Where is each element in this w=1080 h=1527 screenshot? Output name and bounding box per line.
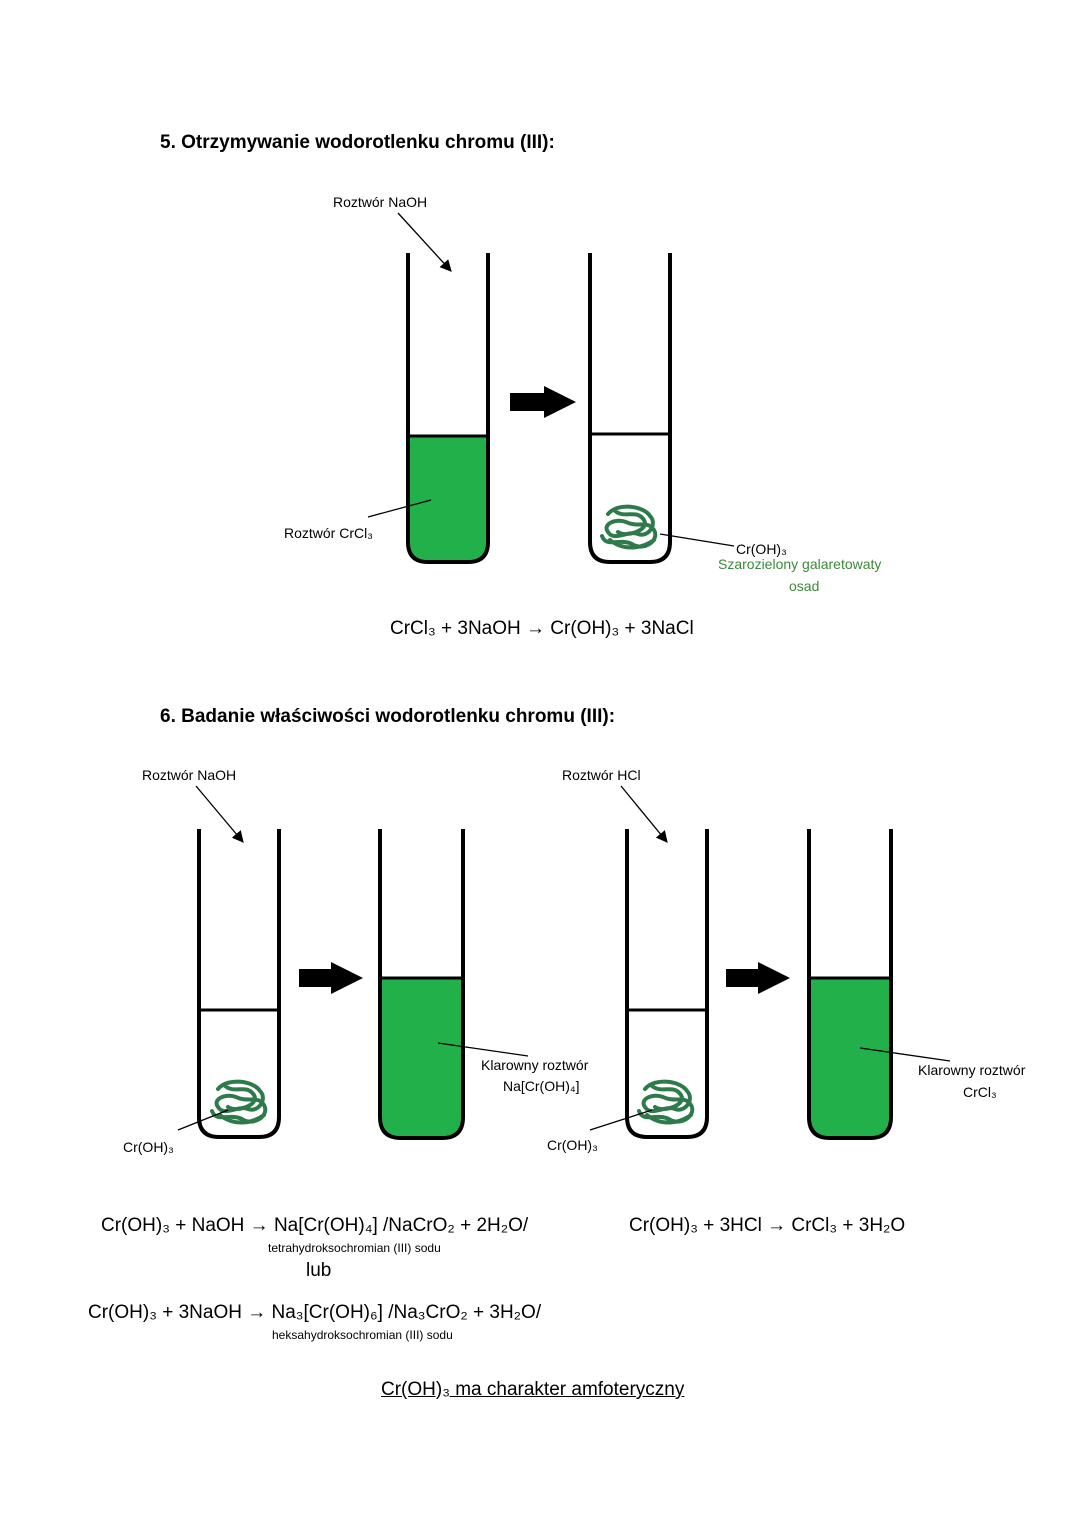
label-clear-solution-na: Klarowny roztwór bbox=[481, 1057, 589, 1073]
pointer-crcl3 bbox=[367, 499, 432, 518]
reaction-arrow-3 bbox=[726, 962, 790, 994]
equation-crcl3-naoh: CrCl₃ + 3NaOH → Cr(OH)₃ + 3NaCl bbox=[390, 618, 694, 639]
section5-heading: 5. Otrzymywanie wodorotlenku chromu (III… bbox=[160, 132, 555, 153]
tube-d-liquid bbox=[811, 978, 889, 1136]
test-tube-a bbox=[197, 829, 281, 1139]
pointer-naoh-2 bbox=[195, 785, 244, 843]
label-naoh-solution: Roztwór NaOH bbox=[333, 194, 428, 210]
label-precipitate-description: Szarozielony galaretowaty bbox=[718, 556, 882, 572]
pointer-croh3-right bbox=[589, 1109, 653, 1131]
label-clear-solution-crcl3-formula: CrCl₃ bbox=[963, 1084, 997, 1100]
label-precipitate-description-2: osad bbox=[789, 578, 820, 594]
equation-croh3-hcl: Cr(OH)₃ + 3HCl → CrCl₃ + 3H₂O bbox=[629, 1215, 906, 1236]
reaction-arrow-1 bbox=[510, 386, 576, 418]
label-naoh-solution-2: Roztwór NaOH bbox=[142, 767, 237, 783]
test-tube-c bbox=[625, 829, 709, 1139]
test-tube-2 bbox=[588, 253, 672, 564]
label-crcl3-solution: Roztwór CrCl₃ bbox=[284, 525, 373, 541]
label-precipitate-formula: Cr(OH)₃ bbox=[736, 541, 787, 557]
precipitate-croh3 bbox=[600, 504, 658, 550]
pointer-naoh bbox=[397, 212, 452, 272]
equation-croh3-naoh: Cr(OH)₃ + NaOH → Na[Cr(OH)₄] /NaCrO₂ + 2… bbox=[101, 1215, 529, 1236]
label-clear-solution-crcl3: Klarowny roztwór bbox=[918, 1062, 1026, 1078]
reaction-arrow-2 bbox=[299, 962, 363, 994]
label-croh3-left: Cr(OH)₃ bbox=[123, 1139, 174, 1155]
conclusion-amphoteric: Cr(OH)₃ ma charakter amfoteryczny bbox=[381, 1379, 685, 1400]
tube-b-liquid bbox=[382, 978, 461, 1136]
equation-croh3-naoh-note: tetrahydroksochromian (III) sodu bbox=[268, 1241, 441, 1255]
equation-croh3-3naoh: Cr(OH)₃ + 3NaOH → Na₃[Cr(OH)₆] /Na₃CrO₂ … bbox=[88, 1302, 542, 1323]
label-clear-solution-na-formula: Na[Cr(OH)₄] bbox=[503, 1078, 580, 1094]
test-tube-b bbox=[378, 829, 465, 1140]
pointer-croh3-left bbox=[177, 1109, 229, 1131]
label-hcl-solution: Roztwór HCl bbox=[562, 767, 641, 783]
precipitate-croh3-c bbox=[637, 1079, 695, 1125]
test-tube-d bbox=[807, 829, 893, 1140]
pointer-precipitate bbox=[659, 533, 735, 547]
section6-heading: 6. Badanie właściwości wodorotlenku chro… bbox=[160, 706, 616, 727]
precipitate-croh3-a bbox=[210, 1079, 268, 1125]
equation-or-word: lub bbox=[306, 1260, 332, 1281]
tube-crcl3-liquid bbox=[410, 436, 486, 560]
pointer-clear-crcl3 bbox=[859, 1047, 951, 1062]
test-tube-1 bbox=[406, 253, 490, 564]
equation-croh3-3naoh-note: heksahydroksochromian (III) sodu bbox=[272, 1328, 453, 1342]
pointer-clear-na bbox=[437, 1042, 529, 1057]
pointer-hcl bbox=[620, 785, 668, 843]
label-croh3-right: Cr(OH)₃ bbox=[547, 1137, 598, 1153]
